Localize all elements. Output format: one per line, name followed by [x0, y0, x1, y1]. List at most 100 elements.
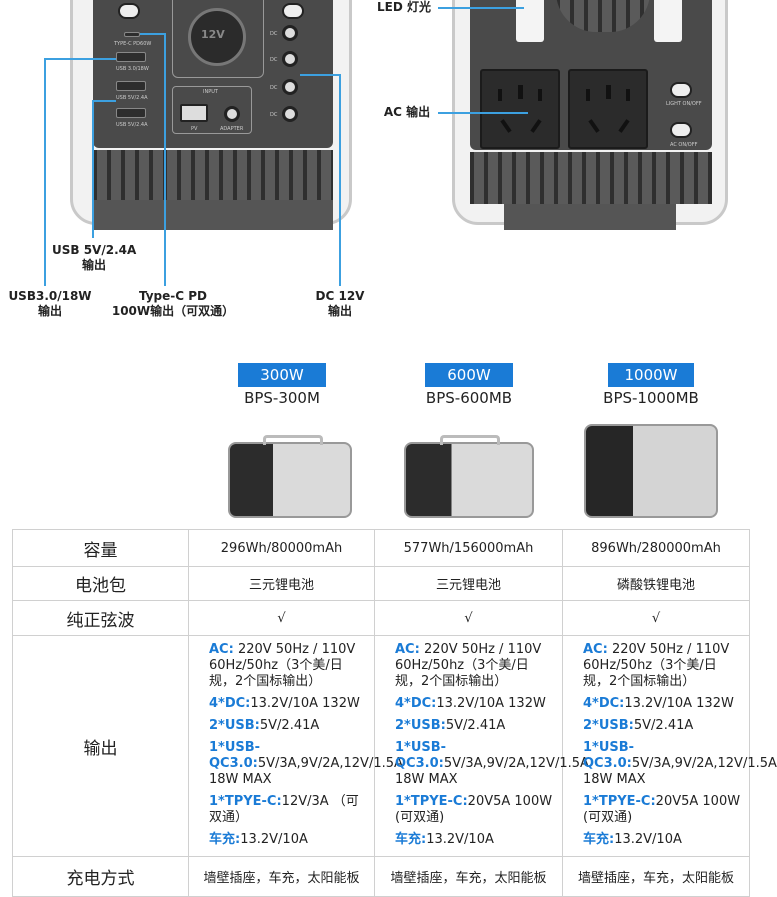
- battery-value-2: 三元锂电池: [374, 566, 563, 601]
- capacity-value-1: 296Wh/80000mAh: [188, 529, 375, 567]
- ac-key-2: AC:: [395, 642, 420, 657]
- table-row-battery: 电池包 三元锂电池 三元锂电池 磷酸铁锂电池: [12, 566, 750, 601]
- charging-value-2: 墙壁插座，车充，太阳能板: [374, 856, 563, 897]
- ac-socket-1-icon: [480, 69, 560, 149]
- ac-key-3: AC:: [583, 642, 608, 657]
- sine-value-3: √: [562, 600, 750, 636]
- right-panel-base: [504, 204, 676, 230]
- product-1-image: [228, 442, 352, 518]
- car-socket-frame: [172, 0, 264, 78]
- panel-label-dc-3: DC: [270, 85, 278, 91]
- table-row-sine: 纯正弦波 √ √ √: [12, 600, 750, 636]
- callout-dc12v-line2: 输出: [327, 304, 352, 318]
- ac-switch-icon: [670, 122, 692, 138]
- dc-port-2-icon: [282, 51, 298, 67]
- ac-val-3: 220V 50Hz / 110V 60Hz/50hz（3个美/日规，2个国标输出…: [583, 642, 730, 689]
- qc-key-1: 1*USB-QC3.0:: [209, 740, 261, 771]
- callout-dc12v-line1: DC 12V: [315, 289, 365, 303]
- panel-label-dc-2: DC: [270, 57, 278, 63]
- dc-key-1: 4*DC:: [209, 696, 251, 711]
- qc-val-1: 5V/3A,9V/2A,12V/1.5A 18W MAX: [209, 756, 403, 787]
- dc-port-4-icon: [282, 106, 298, 122]
- usb-val-3: 5V/2.41A: [633, 718, 694, 733]
- capacity-value-3: 896Wh/280000mAh: [562, 529, 750, 567]
- row-label-sine: 纯正弦波: [12, 600, 189, 636]
- callout-usb30-line2: 输出: [37, 304, 62, 318]
- product-3-model: BPS-1000MB: [603, 389, 699, 407]
- row-label-charging: 充电方式: [12, 856, 189, 897]
- panel-label-adapter: ADAPTER: [220, 126, 244, 132]
- panel-label-dc-4: DC: [270, 112, 278, 118]
- callout-typec-line2: 100W输出（可双通）: [111, 304, 235, 318]
- callout-line-typec-h: [140, 33, 164, 35]
- dc-val-2: 13.2V/10A 132W: [436, 696, 546, 711]
- panel-label-typec: TYPE-C PD60W: [114, 41, 152, 47]
- callout-line-dc12v: [339, 74, 341, 286]
- car-val-2: 13.2V/10A: [426, 832, 494, 847]
- callout-usb30-line1: USB3.0/18W: [8, 289, 92, 303]
- capacity-value-2: 577Wh/156000mAh: [374, 529, 563, 567]
- panel-label-light-switch: LIGHT ON/OFF: [666, 101, 702, 107]
- tc-val-1: 12V/3A （可双通）: [209, 794, 359, 825]
- product-2-image: [404, 442, 534, 518]
- output-cell-1: AC: 220V 50Hz / 110V 60Hz/50hz（3个美/日规，2个…: [188, 635, 403, 857]
- charging-value-1: 墙壁插座，车充，太阳能板: [188, 856, 375, 897]
- sine-value-2: √: [374, 600, 563, 636]
- callout-led: LED 灯光: [377, 0, 431, 14]
- callout-typec: Type-C PD 100W输出（可双通）: [108, 289, 238, 319]
- adapter-port-icon: [224, 106, 240, 122]
- panel-label-pv: PV: [191, 126, 198, 132]
- tc-key-1: 1*TPYE-C:: [209, 794, 282, 809]
- output-cell-3: AC: 220V 50Hz / 110V 60Hz/50hz（3个美/日规，2个…: [562, 635, 777, 857]
- pv-port-icon: [180, 104, 208, 122]
- battery-value-3: 磷酸铁锂电池: [562, 566, 750, 601]
- panel-label-usb5v-b: USB 5V/2.4A: [116, 122, 148, 128]
- spec-table: 容量 296Wh/80000mAh 577Wh/156000mAh 896Wh/…: [12, 529, 777, 897]
- usb-val-2: 5V/2.41A: [445, 718, 506, 733]
- callout-line-usb30-h: [44, 58, 116, 60]
- callout-usb5v-line2: 输出: [81, 258, 106, 272]
- row-label-output: 输出: [12, 635, 189, 857]
- usb-key-3: 2*USB:: [583, 718, 634, 733]
- dc-val-1: 13.2V/10A 132W: [250, 696, 360, 711]
- row-label-capacity: 容量: [12, 529, 189, 567]
- tc-key-3: 1*TPYE-C:: [583, 794, 656, 809]
- product-3-image: [584, 424, 718, 518]
- led-light-right: [654, 0, 682, 42]
- callout-typec-line1: Type-C PD: [138, 289, 208, 303]
- car-val-3: 13.2V/10A: [614, 832, 682, 847]
- qc-key-3: 1*USB-QC3.0:: [583, 740, 635, 771]
- panel-label-ac-switch: AC ON/OFF: [670, 142, 698, 148]
- battery-value-1: 三元锂电池: [188, 566, 375, 601]
- car-socket-icon: [188, 8, 246, 66]
- sine-value-1: √: [188, 600, 375, 636]
- row-label-battery: 电池包: [12, 566, 189, 601]
- product-2-model: BPS-600MB: [425, 389, 513, 407]
- ac-val-2: 220V 50Hz / 110V 60Hz/50hz（3个美/日规，2个国标输出…: [395, 642, 542, 689]
- ac-key-1: AC:: [209, 642, 234, 657]
- usb-val-1: 5V/2.41A: [259, 718, 320, 733]
- qc-val-2: 5V/3A,9V/2A,12V/1.5A 18W MAX: [395, 756, 589, 787]
- qc-val-3: 5V/3A,9V/2A,12V/1.5A 18W MAX: [583, 756, 777, 787]
- dc-val-3: 13.2V/10A 132W: [624, 696, 734, 711]
- dc-key-3: 4*DC:: [583, 696, 625, 711]
- power-button-icon: [118, 3, 140, 19]
- input-frame: [172, 86, 252, 134]
- tc-val-3: 20V5A 100W (可双通): [583, 794, 741, 825]
- callout-line-dc12v-h: [300, 74, 340, 76]
- usb30-port-icon: [116, 52, 146, 62]
- product-3-power-badge: 1000W: [608, 363, 694, 387]
- usb5v-port-b-icon: [116, 108, 146, 118]
- callout-usb30: USB3.0/18W 输出: [6, 289, 94, 319]
- callout-line-usb30: [44, 58, 46, 286]
- callout-line-typec: [164, 33, 166, 286]
- car-key-1: 车充:: [209, 832, 241, 847]
- callout-line-ac: [438, 112, 528, 114]
- table-row-charging: 充电方式 墙壁插座，车充，太阳能板 墙壁插座，车充，太阳能板 墙壁插座，车充，太…: [12, 856, 750, 897]
- table-row-output: 输出 AC: 220V 50Hz / 110V 60Hz/50hz（3个美/日规…: [12, 635, 777, 857]
- usb5v-port-a-icon: [116, 81, 146, 91]
- panel-label-input: INPUT: [203, 89, 218, 95]
- panel-label-dc-1: DC: [270, 31, 278, 37]
- dc-key-2: 4*DC:: [395, 696, 437, 711]
- qc-key-2: 1*USB-QC3.0:: [395, 740, 447, 771]
